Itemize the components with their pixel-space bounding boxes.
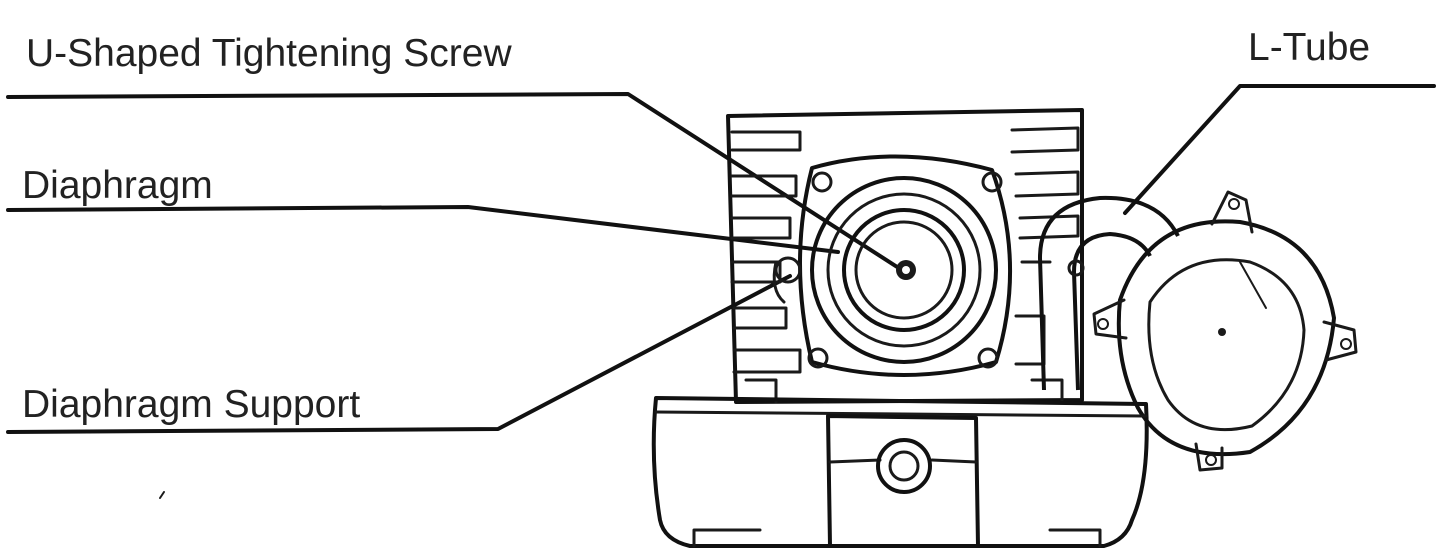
valve-head [1092,190,1358,472]
leader-line-diaphragm [6,205,840,254]
label-diaphragm-support: Diaphragm Support [22,383,360,426]
l-tube [1038,195,1180,391]
pump-housing [726,108,1084,404]
u-shaped-tightening-screw [896,260,916,280]
leader-line-l-tube [1123,84,1436,215]
label-diaphragm: Diaphragm [22,164,213,207]
diaphragm [810,176,998,364]
pump-base [651,396,1149,548]
diaphragm-support-plate [772,154,1013,377]
label-l-tube: L-Tube [1248,26,1370,69]
leader-line-diaphragm-support [6,274,792,434]
label-u-shaped-tightening-screw: U-Shaped Tightening Screw [26,32,512,75]
stray-mark [159,491,165,499]
leader-line-u-shaped-tightening-screw [6,92,907,274]
